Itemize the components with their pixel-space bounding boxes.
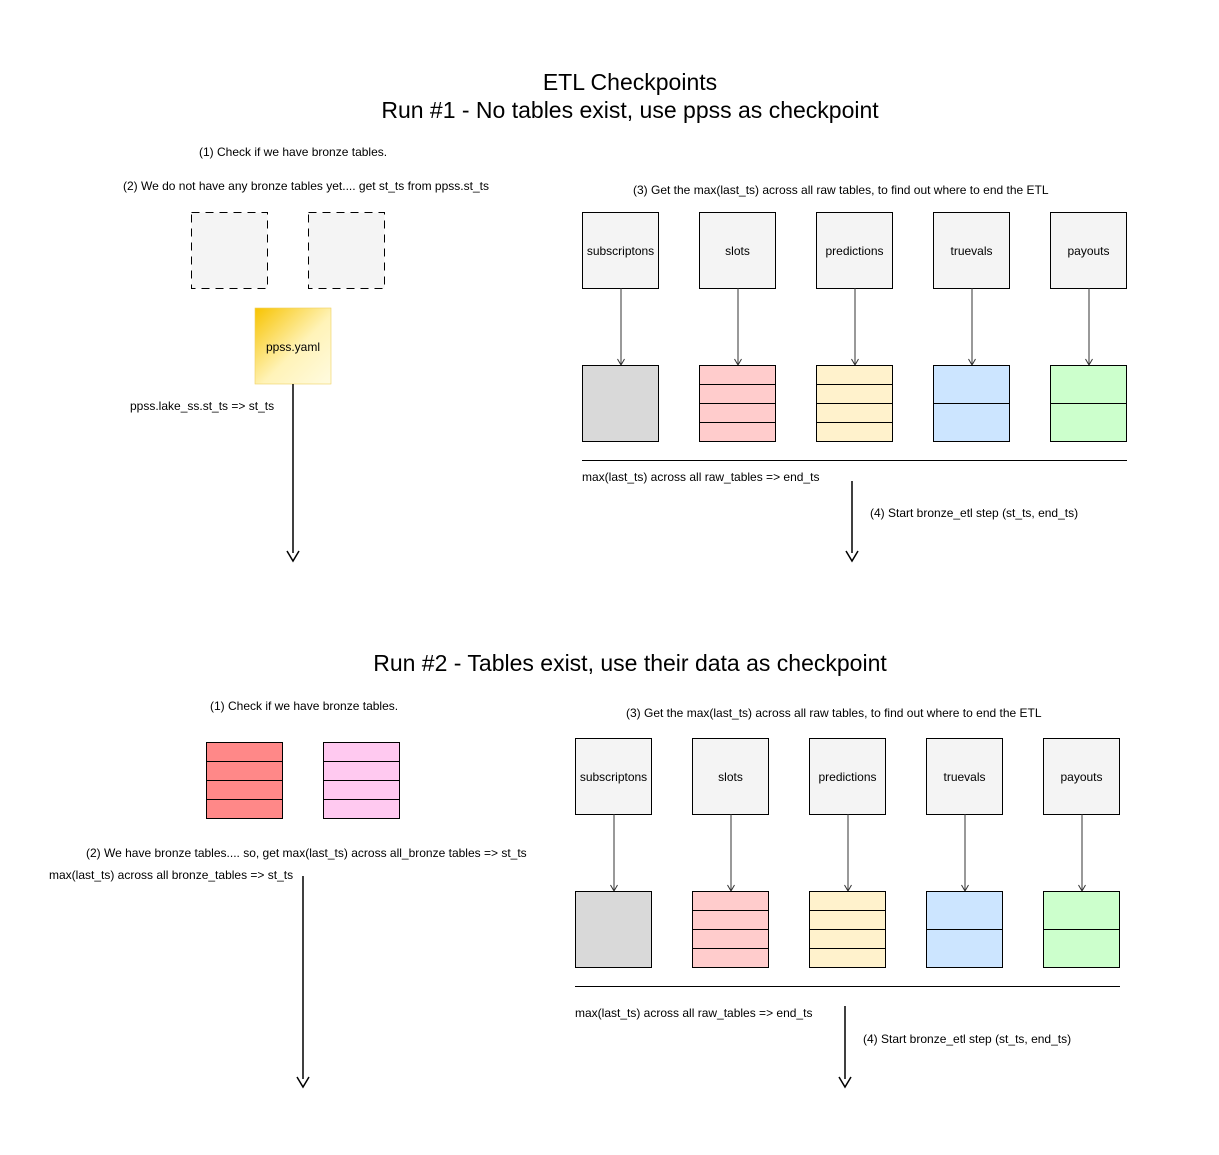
run2-source-label-2: slots bbox=[718, 770, 743, 784]
run1-step-2: (2) We do not have any bronze tables yet… bbox=[123, 179, 489, 193]
run1-raw-tables bbox=[582, 365, 1127, 442]
run1-source-truevals bbox=[933, 212, 1010, 289]
diagram-title: ETL Checkpoints Run #1 - No tables exist… bbox=[380, 68, 880, 124]
empty-bronze-table-2 bbox=[308, 212, 385, 289]
run2-raw-tables bbox=[575, 891, 1120, 968]
bronze-table-pink bbox=[323, 742, 400, 819]
run1-table-payouts bbox=[1050, 365, 1127, 442]
run1-step-3: (3) Get the max(last_ts) across all raw … bbox=[633, 183, 1049, 197]
run1-raw-sources bbox=[582, 212, 1127, 289]
run1-step-4: (4) Start bronze_etl step (st_ts, end_ts… bbox=[870, 506, 1079, 520]
run1-table-truevals bbox=[933, 365, 1010, 442]
run2-source-subscriptons bbox=[575, 738, 652, 815]
run1-table-predictions bbox=[816, 365, 893, 442]
run2-step-3: (3) Get the max(last_ts) across all raw … bbox=[626, 706, 1042, 720]
run2-source-connectors bbox=[610, 814, 1086, 892]
run1-table-slots bbox=[699, 365, 776, 442]
run1-source-label-4: truevals bbox=[950, 244, 993, 258]
run1-source-payouts bbox=[1050, 212, 1127, 289]
run2-source-predictions bbox=[809, 738, 886, 815]
run1-source-label-2: slots bbox=[725, 244, 750, 258]
run2-st-ts-text: max(last_ts) across all bronze_tables =>… bbox=[49, 868, 294, 882]
run2-title: Run #2 - Tables exist, use their data as… bbox=[373, 650, 887, 676]
run1-st-ts-arrow bbox=[286, 384, 300, 563]
run2-source-label-3: predictions bbox=[818, 770, 877, 784]
run1-source-label-3: predictions bbox=[825, 244, 884, 258]
run2-source-payouts bbox=[1043, 738, 1120, 815]
run2-source-label-4: truevals bbox=[943, 770, 986, 784]
empty-bronze-table-1 bbox=[191, 212, 268, 289]
run1-source-label-1: subscriptons bbox=[586, 244, 655, 258]
run1-end-ts-arrow bbox=[845, 481, 859, 563]
run1-step-1: (1) Check if we have bronze tables. bbox=[199, 145, 388, 159]
ppss-yaml-note bbox=[254, 307, 332, 385]
run2-table-predictions bbox=[809, 891, 886, 968]
run2-step-4: (4) Start bronze_etl step (st_ts, end_ts… bbox=[863, 1032, 1072, 1046]
run2-end-ts-arrow bbox=[838, 1006, 852, 1089]
run1-st-ts-text: ppss.lake_ss.st_ts => st_ts bbox=[130, 399, 275, 413]
title-line-2: Run #1 - No tables exist, use ppss as ch… bbox=[381, 97, 879, 123]
run1-source-predictions bbox=[816, 212, 893, 289]
run2-bronze-tables bbox=[206, 742, 400, 819]
run1-ppss-label: ppss.yaml bbox=[265, 340, 321, 354]
run1-source-connectors bbox=[617, 288, 1093, 366]
run2-table-slots bbox=[692, 891, 769, 968]
run2-end-ts-text: max(last_ts) across all raw_tables => en… bbox=[575, 1006, 813, 1020]
run2-source-truevals bbox=[926, 738, 1003, 815]
title-line-1: ETL Checkpoints bbox=[542, 69, 718, 95]
run2-source-label-1: subscriptons bbox=[579, 770, 648, 784]
run2-table-subscriptons bbox=[575, 891, 652, 968]
bronze-table-red bbox=[206, 742, 283, 819]
run1-source-subscriptons bbox=[582, 212, 659, 289]
run2-table-truevals bbox=[926, 891, 1003, 968]
run1-end-ts-text: max(last_ts) across all raw_tables => en… bbox=[582, 470, 820, 484]
run2-step-2: (2) We have bronze tables.... so, get ma… bbox=[86, 846, 527, 860]
run1-source-label-5: payouts bbox=[1067, 244, 1110, 258]
run1-table-subscriptons bbox=[582, 365, 659, 442]
run2-st-ts-arrow bbox=[296, 876, 310, 1089]
run2-table-payouts bbox=[1043, 891, 1120, 968]
run2-step-1: (1) Check if we have bronze tables. bbox=[210, 699, 399, 713]
run2-source-label-5: payouts bbox=[1060, 770, 1103, 784]
